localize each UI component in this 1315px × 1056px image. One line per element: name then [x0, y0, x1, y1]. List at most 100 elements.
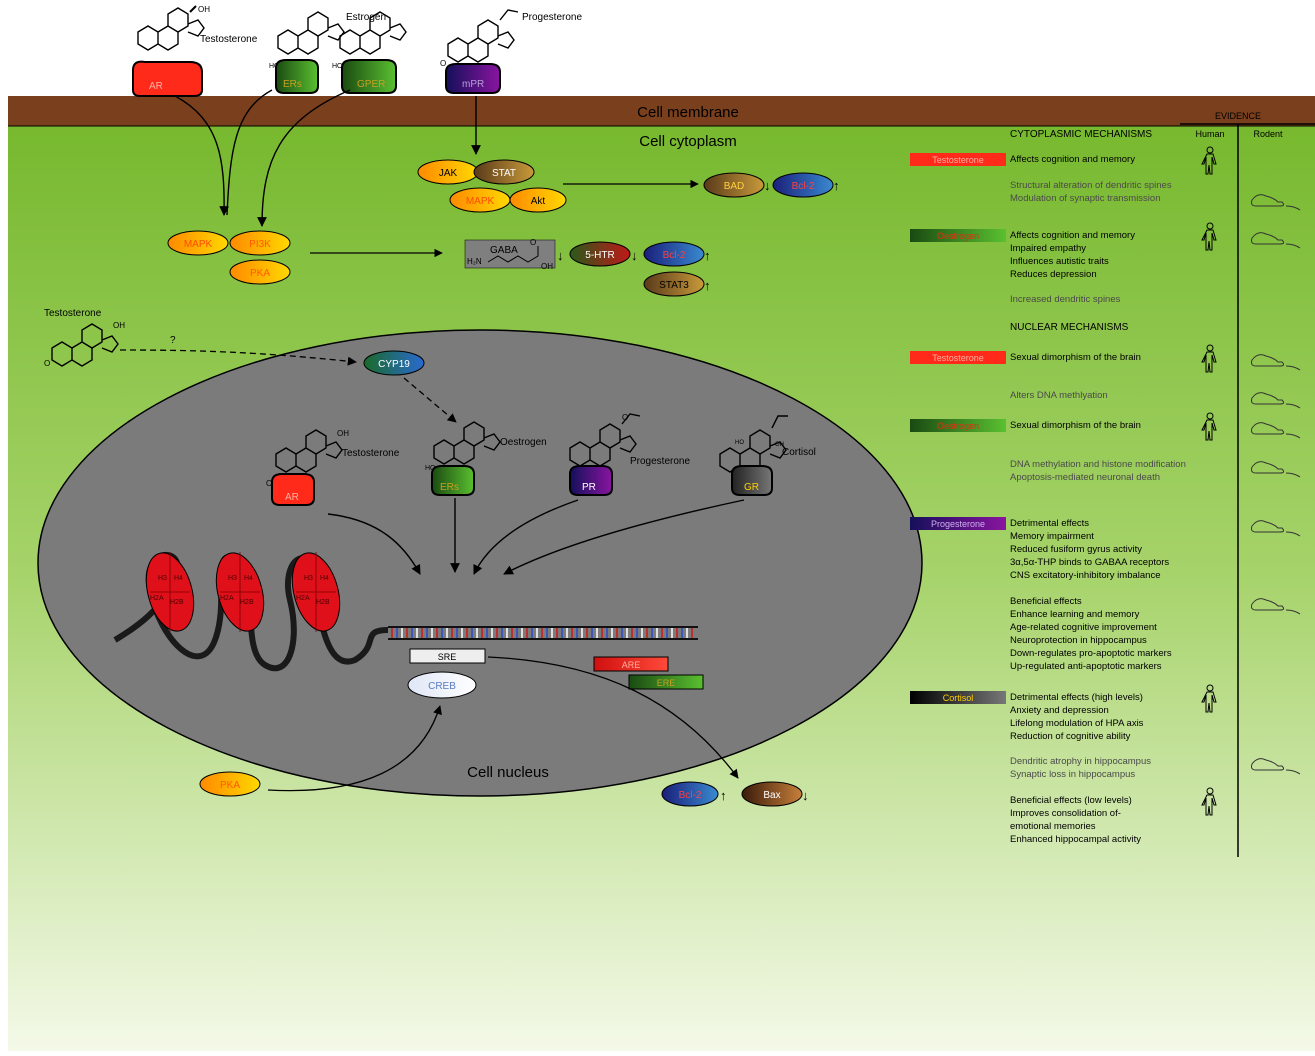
hormone-tag — [910, 351, 1006, 364]
sre-label: SRE — [438, 652, 457, 662]
human-icon — [1201, 146, 1217, 175]
pka-node-top — [229, 259, 291, 285]
evidence-human-header: Human — [1195, 129, 1224, 139]
evidence-text: Reduced fusiform gyrus activity — [1010, 544, 1142, 555]
svg-text:HO: HO — [425, 465, 436, 472]
are-element — [593, 656, 669, 672]
evidence-header: EVIDENCE — [1215, 111, 1261, 121]
bcl2-node-mid — [643, 241, 705, 267]
evidence-text: Apoptosis-mediated neuronal death — [1010, 472, 1160, 483]
gaba-o-label: O — [530, 238, 536, 247]
evidence-text: Beneficial effects — [1010, 596, 1082, 607]
stat3-up-arrow: ↑ — [704, 278, 711, 293]
evidence-text: Enhanced hippocampal activity — [1010, 834, 1141, 845]
gaba-down-arrow: ↓ — [557, 248, 564, 263]
svg-text:OH: OH — [113, 321, 125, 330]
gr-receptor-nucleus — [731, 465, 773, 496]
svg-text:O: O — [622, 413, 628, 422]
arrow-ar-to-kinases — [174, 95, 230, 216]
evidence-text: emotional memories — [1010, 821, 1096, 832]
bax-down-arrow: ↓ — [802, 788, 809, 803]
mapk-label: MAPK — [184, 239, 213, 250]
bcl2-up-arrow-bottom: ↑ — [720, 788, 727, 803]
bcl2-up-arrow-mid: ↑ — [704, 248, 711, 263]
ar-receptor-nucleus — [271, 473, 315, 506]
gr-label-nucleus: GR — [744, 482, 759, 493]
evidence-text: Neuroprotection in hippocampus — [1010, 635, 1147, 646]
bcl2-label-mid: Bcl-2 — [663, 250, 686, 261]
are-label: ARE — [622, 660, 641, 670]
testosterone-molecule-nucleus: OH O — [266, 429, 349, 488]
mpr-receptor-membrane — [445, 63, 501, 94]
ers-label-nucleus: ERs — [440, 482, 459, 493]
evidence-text: Enhance learning and memory — [1010, 609, 1140, 620]
human-icon — [1201, 684, 1217, 713]
hormone-tag — [910, 419, 1006, 432]
creb-node — [407, 671, 477, 699]
hormone-tag-label: Cortisol — [943, 693, 974, 703]
arrow-ers-to-kinases — [226, 89, 273, 216]
svg-text:OH: OH — [775, 442, 784, 448]
nucleosome-1 — [145, 552, 195, 632]
bad-down-arrow: ↓ — [764, 178, 771, 193]
histone-label: H2A — [296, 595, 310, 602]
histone-label: H3 — [304, 575, 313, 582]
hormone-tag-label: Progesterone — [931, 519, 985, 529]
ar-label-membrane: AR — [149, 81, 163, 92]
progesterone-molecule-nucleus: O — [569, 413, 641, 467]
evidence-rodent-header: Rodent — [1253, 129, 1283, 139]
ers-receptor-nucleus — [431, 465, 475, 496]
testosterone-label-top: Testosterone — [200, 34, 258, 45]
evidence-text: Lifelong modulation of HPA axis — [1010, 718, 1144, 729]
evidence-text: Reduces depression — [1010, 269, 1097, 280]
mpr-label-membrane: mPR — [462, 79, 484, 90]
nucleosome-2 — [215, 552, 265, 632]
svg-text:HO: HO — [332, 63, 343, 70]
evidence-text: Increased dendritic spines — [1010, 294, 1121, 305]
evidence-text: Age-related cognitive improvement — [1010, 622, 1157, 633]
pr-receptor-nucleus — [569, 465, 613, 496]
svg-text:OH: OH — [198, 5, 210, 14]
evidence-panel: EVIDENCE Human Rodent CYTOPLASMIC MECHAN… — [910, 111, 1315, 857]
evidence-row: DNA methylation and histone modification… — [1010, 459, 1301, 483]
5htr-label: 5-HTR — [585, 250, 614, 261]
stat-node — [473, 159, 535, 185]
dna-double-helix — [388, 626, 698, 640]
question-mark: ? — [170, 335, 176, 346]
estrogen-molecule-top: HO HO — [269, 11, 407, 70]
ar-receptor-membrane — [132, 60, 203, 97]
ere-label: ERE — [657, 678, 676, 688]
ere-element — [628, 674, 704, 690]
stat-label: STAT — [492, 168, 516, 179]
evidence-text: DNA methylation and histone modification — [1010, 459, 1186, 470]
rodent-icon — [1251, 232, 1301, 249]
hormone-tag-label: Oestrogen — [937, 421, 979, 431]
bax-node — [741, 781, 803, 807]
nuclear-mechanisms-title: NUCLEAR MECHANISMS — [1010, 322, 1129, 333]
bad-node — [703, 172, 765, 198]
arrow-gr-to-dna — [503, 499, 745, 575]
akt-node — [509, 187, 567, 213]
testosterone-label-left: Testosterone — [44, 308, 102, 319]
pi3k-node — [229, 230, 291, 256]
human-icon — [1201, 344, 1217, 373]
pka-label-bottom: PKA — [220, 780, 240, 791]
gaba-structure-box — [464, 239, 556, 269]
svg-text:HO: HO — [735, 440, 744, 446]
rodent-icon — [1251, 354, 1301, 371]
evidence-text: Memory impairment — [1010, 531, 1094, 542]
human-icon — [1201, 222, 1217, 251]
ers-label-membrane: ERs — [283, 79, 302, 90]
human-icon — [1201, 412, 1217, 441]
histone-label: H2B — [170, 599, 184, 606]
progesterone-label-nucleus: Progesterone — [630, 456, 690, 467]
progesterone-label-top: Progesterone — [522, 12, 582, 23]
oestrogen-molecule-nucleus: HO — [425, 421, 501, 472]
evidence-text: Affects cognition and memory — [1010, 230, 1135, 241]
